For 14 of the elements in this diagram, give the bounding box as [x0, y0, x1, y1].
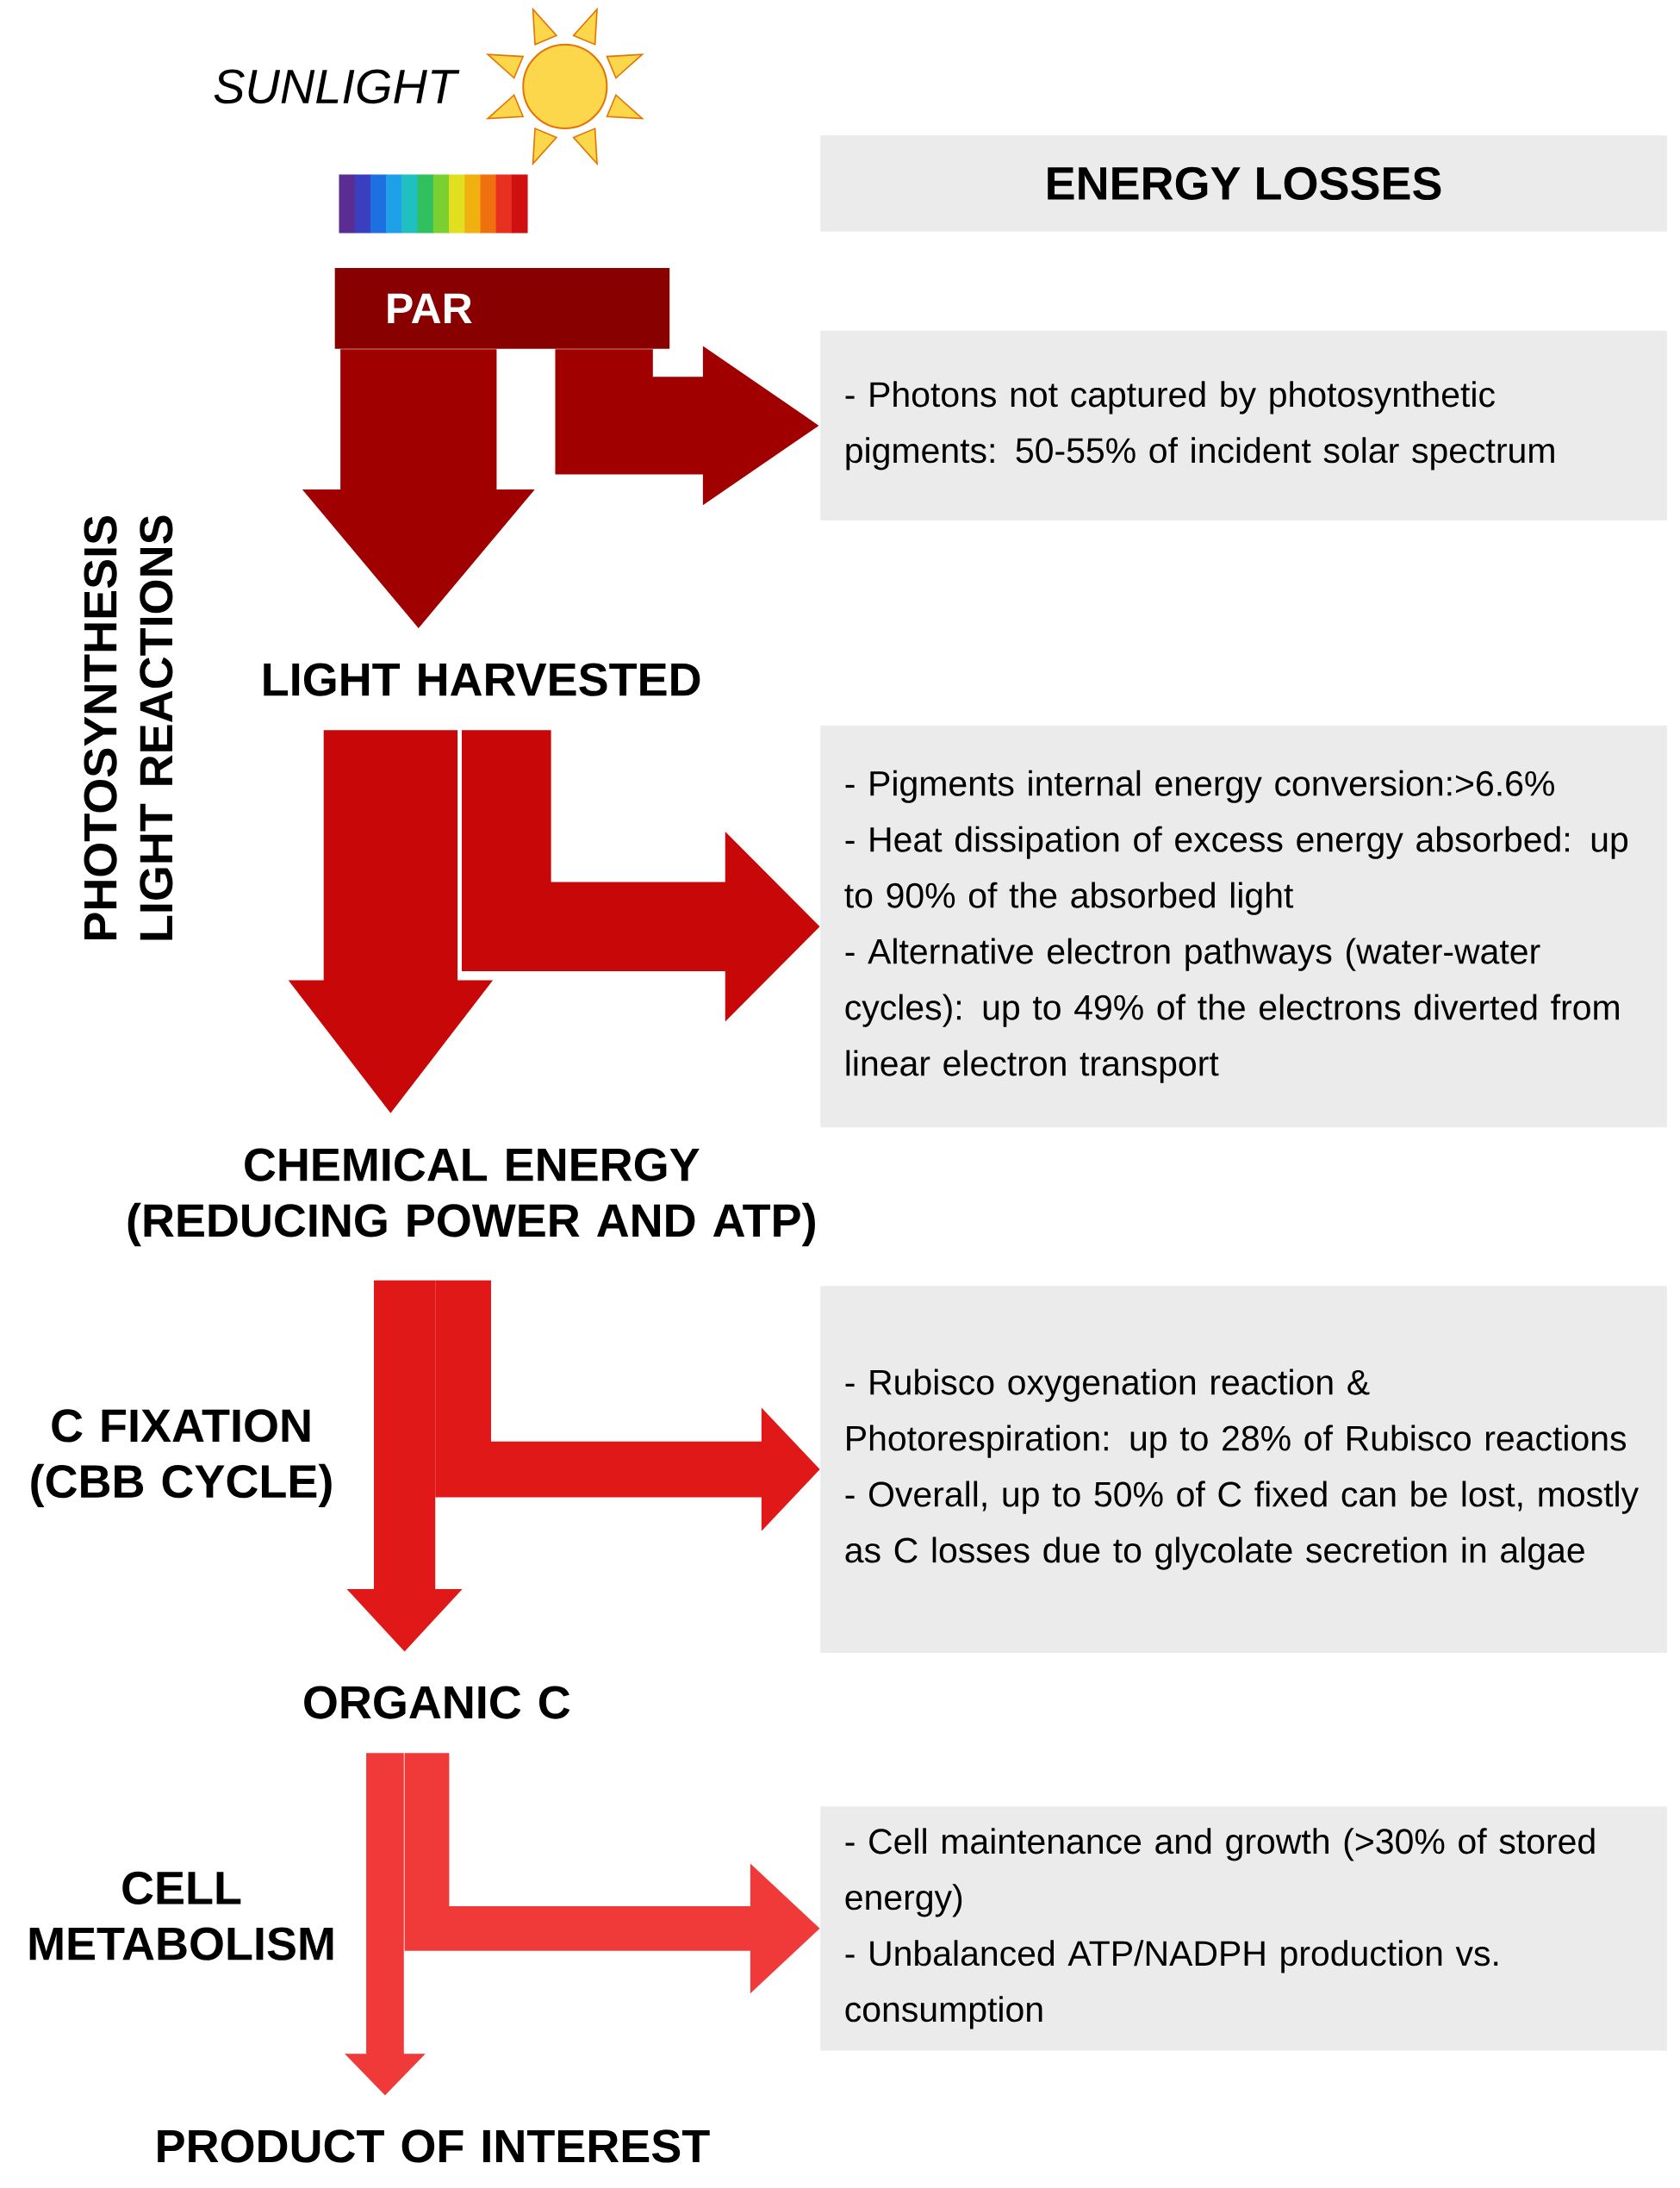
- par-block: PAR: [334, 267, 670, 349]
- sunlight-label: SUNLIGHT: [214, 69, 460, 104]
- stage-label: ORGANIC C: [304, 1686, 570, 1719]
- loss-box: - Photons not captured by photosynthetic pigments: 50-55% of incident solar spectrum: [820, 330, 1668, 521]
- stage-label: PRODUCT OF INTEREST: [158, 2129, 710, 2163]
- side-label: CELL METABOLISM: [29, 1871, 333, 1960]
- loss-box: - Cell maintenance and growth (>30% of stored energy) - Unbalanced ATP/NADPH production vs. consumption: [820, 1806, 1668, 2051]
- stage-label: LIGHT HARVESTED: [264, 663, 700, 696]
- stage-label: CHEMICAL ENERGY (REDUCING POWER AND ATP): [128, 1148, 816, 1247]
- vertical-label: PHOTOSYNTHESIS LIGHT REACTIONS: [84, 515, 173, 940]
- heading-band: ENERGY LOSSES: [820, 135, 1668, 232]
- loss-box: - Rubisco oxygenation reaction & Photorespiration: up to 28% of Rubisco reactions - Overall, up to 50% of C fixed can be lost, mostly as C losses due to glycolate secretion in algae: [820, 1286, 1668, 1653]
- side-label: C FIXATION (CBB CYCLE): [31, 1409, 332, 1507]
- loss-box: - Pigments internal energy conversion:>6.6% - Heat dissipation of excess energy absorbed: up to 90% of the absorbed light - Alternative electron pathways (water-water cycles): up to 49% of the electrons diverted from linear electron transport: [820, 726, 1668, 1128]
